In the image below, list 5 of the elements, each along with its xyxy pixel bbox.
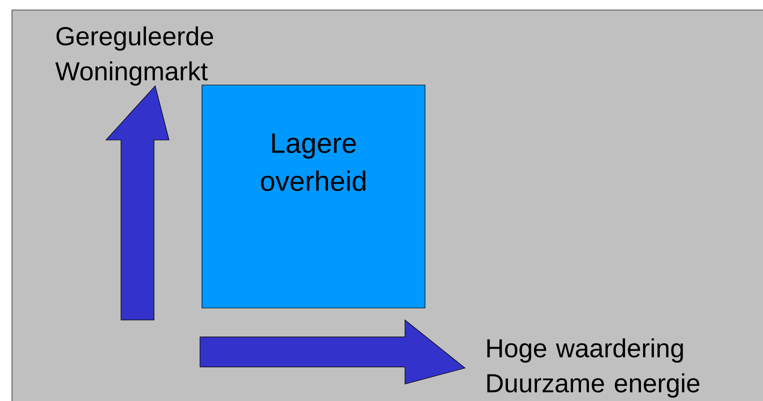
block-arrow [200,319,466,384]
block-arrow [105,85,170,320]
process-box: Lagere overheid [202,84,426,308]
text-label: Gereguleerde Woningmarkt [55,26,214,86]
text-label: Hoge waardering Duurzame energie [487,338,700,398]
